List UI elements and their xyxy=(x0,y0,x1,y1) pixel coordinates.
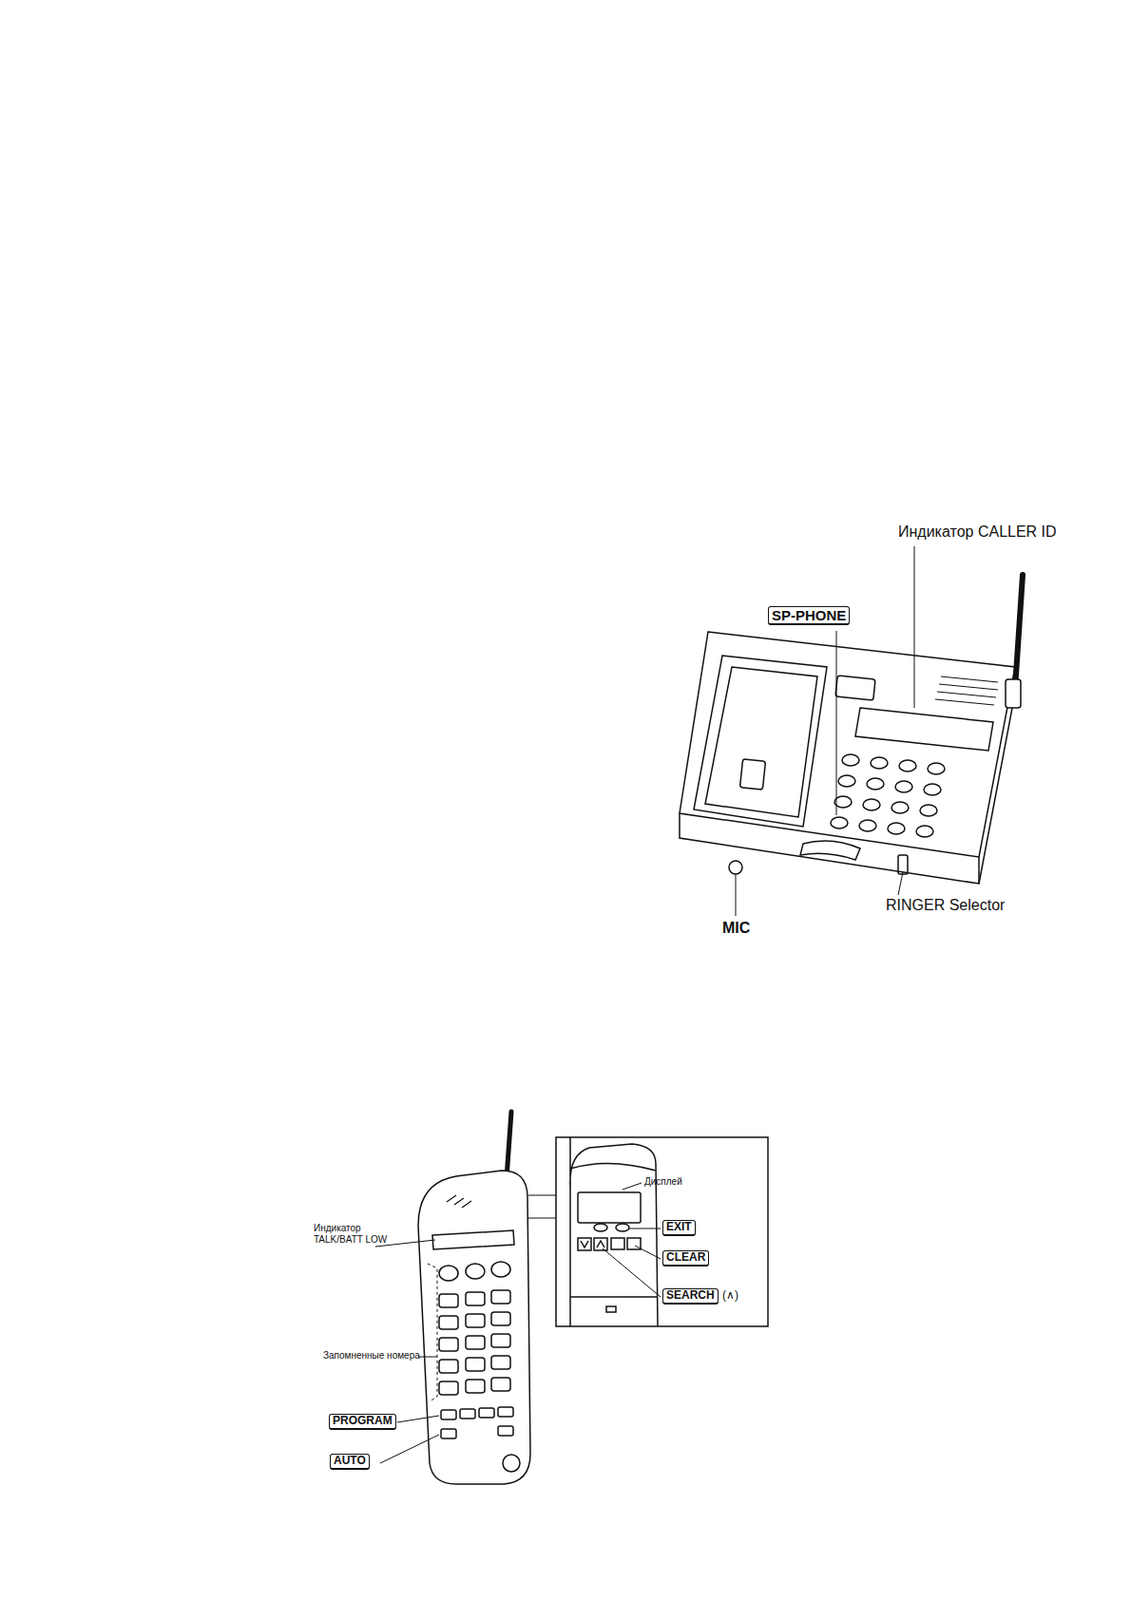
part-label: Запомненные номера xyxy=(323,1350,421,1362)
button-label: SP-PHONE xyxy=(767,606,850,626)
button-label: PROGRAM xyxy=(328,1414,397,1431)
button-label: SEARCH xyxy=(662,1288,719,1305)
symbol-label: (∧) xyxy=(722,1289,739,1304)
button-label: AUTO xyxy=(329,1454,370,1471)
switch-label: RINGER Selector xyxy=(885,897,1005,915)
button-label: CLEAR xyxy=(662,1250,710,1267)
button-label: EXIT xyxy=(662,1220,696,1237)
display-label: Дисплей xyxy=(644,1176,683,1189)
indicator-label: Индикатор CALLER ID xyxy=(898,523,1057,541)
part-label: MIC xyxy=(722,920,750,938)
indicator-label: Индикатор TALK/BATT LOW xyxy=(313,1223,400,1246)
